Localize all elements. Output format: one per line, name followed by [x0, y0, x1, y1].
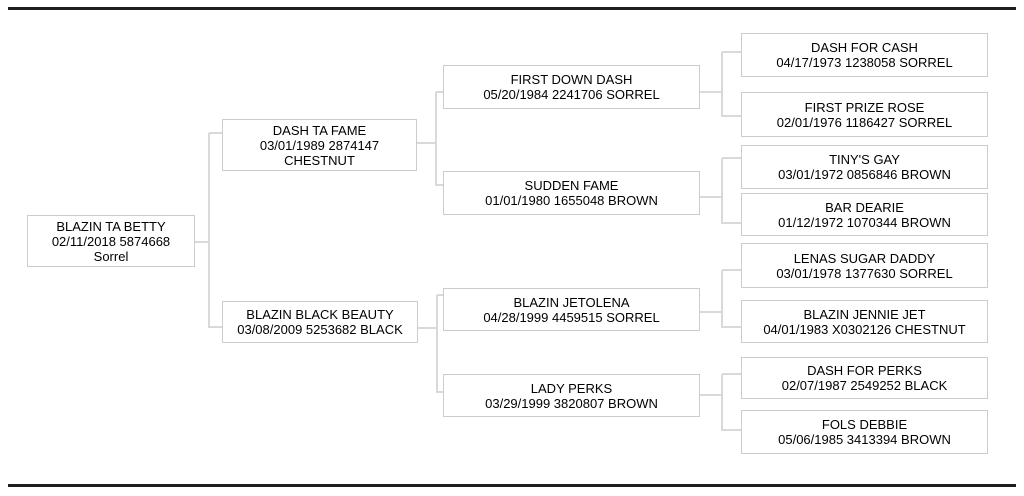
horse-info: 03/08/2009 5253682 BLACK: [237, 322, 403, 337]
horse-color: Sorrel: [93, 248, 129, 264]
horse-name: SUDDEN FAME: [524, 178, 619, 193]
horse-name: BLAZIN JETOLENA: [513, 294, 630, 310]
horse-name: FIRST PRIZE ROSE: [804, 99, 925, 115]
horse-info: 01/12/1972 1070344 BROWN: [778, 214, 951, 230]
horse-name: TINY'S GAY: [829, 152, 900, 167]
horse-info: 03/29/1999 3820807 BROWN: [485, 395, 658, 411]
horse-name: BLAZIN JENNIE JET: [803, 306, 926, 322]
horse-info: 04/28/1999 4459515 SORREL: [483, 309, 660, 325]
pedigree-box-sire-sire-sire: DASH FOR CASH 04/17/1973 1238058 SORREL: [741, 33, 988, 77]
pedigree-box-dam-dam-sire: DASH FOR PERKS 02/07/1987 2549252 BLACK: [741, 357, 988, 399]
bottom-rule: [8, 484, 1016, 487]
pedigree-box-sire: DASH TA FAME 03/01/1989 2874147 CHESTNUT: [222, 119, 417, 171]
horse-info: 03/01/1978 1377630 SORREL: [776, 265, 953, 281]
pedigree-box-dam-sire: BLAZIN JETOLENA 04/28/1999 4459515 SORRE…: [443, 288, 700, 331]
horse-name: BLAZIN BLACK BEAUTY: [246, 307, 394, 322]
horse-info: 03/01/1972 0856846 BROWN: [778, 167, 951, 182]
top-rule: [8, 7, 1016, 10]
horse-name: DASH TA FAME: [272, 122, 367, 138]
connector-sire-to-parents: [417, 91, 443, 186]
pedigree-box-sire-dam: SUDDEN FAME 01/01/1980 1655048 BROWN: [443, 171, 700, 215]
pedigree-box-sire-dam-dam: BAR DEARIE 01/12/1972 1070344 BROWN: [741, 193, 988, 236]
horse-name: DASH FOR PERKS: [807, 363, 922, 378]
connector-sire-sire-to-parents: [700, 51, 741, 117]
pedigree-box-dam: BLAZIN BLACK BEAUTY 03/08/2009 5253682 B…: [222, 301, 418, 343]
pedigree-box-sire-dam-sire: TINY'S GAY 03/01/1972 0856846 BROWN: [741, 145, 988, 189]
connector-sire-dam-to-parents: [700, 157, 741, 224]
horse-name: LENAS SUGAR DADDY: [793, 250, 936, 266]
horse-color: CHESTNUT: [284, 152, 355, 168]
pedigree-box-sire-sire: FIRST DOWN DASH 05/20/1984 2241706 SORRE…: [443, 65, 700, 109]
horse-name: LADY PERKS: [530, 380, 613, 396]
pedigree-box-sire-sire-dam: FIRST PRIZE ROSE 02/01/1976 1186427 SORR…: [741, 92, 988, 137]
pedigree-box-dam-sire-sire: LENAS SUGAR DADDY 03/01/1978 1377630 SOR…: [741, 243, 988, 288]
horse-info: 02/01/1976 1186427 SORREL: [776, 114, 953, 130]
horse-name: BAR DEARIE: [825, 199, 904, 215]
connector-dam-to-parents: [418, 294, 443, 393]
connector-subject-to-parents: [195, 132, 222, 328]
horse-info: 03/01/1989 2874147: [259, 137, 380, 153]
pedigree-box-dam-dam-dam: FOLS DEBBIE 05/06/1985 3413394 BROWN: [741, 410, 988, 454]
horse-info: 02/11/2018 5874668: [51, 233, 171, 249]
horse-name: FIRST DOWN DASH: [510, 72, 633, 87]
connector-dam-dam-to-parents: [700, 373, 741, 431]
horse-name: FOLS DEBBIE: [821, 417, 908, 432]
pedigree-box-dam-dam: LADY PERKS 03/29/1999 3820807 BROWN: [443, 374, 700, 417]
pedigree-box-dam-sire-dam: BLAZIN JENNIE JET 04/01/1983 X0302126 CH…: [741, 300, 988, 343]
pedigree-box-subject: BLAZIN TA BETTY 02/11/2018 5874668 Sorre…: [27, 215, 195, 267]
horse-info: 05/06/1985 3413394 BROWN: [778, 432, 951, 447]
horse-name: BLAZIN TA BETTY: [56, 218, 166, 234]
horse-info: 05/20/1984 2241706 SORREL: [483, 87, 660, 102]
horse-info: 04/17/1973 1238058 SORREL: [776, 55, 953, 70]
connector-dam-sire-to-parents: [700, 269, 741, 328]
horse-info: 02/07/1987 2549252 BLACK: [781, 378, 948, 393]
horse-info: 04/01/1983 X0302126 CHESTNUT: [763, 321, 966, 337]
horse-info: 01/01/1980 1655048 BROWN: [485, 193, 658, 208]
horse-name: DASH FOR CASH: [811, 40, 918, 55]
